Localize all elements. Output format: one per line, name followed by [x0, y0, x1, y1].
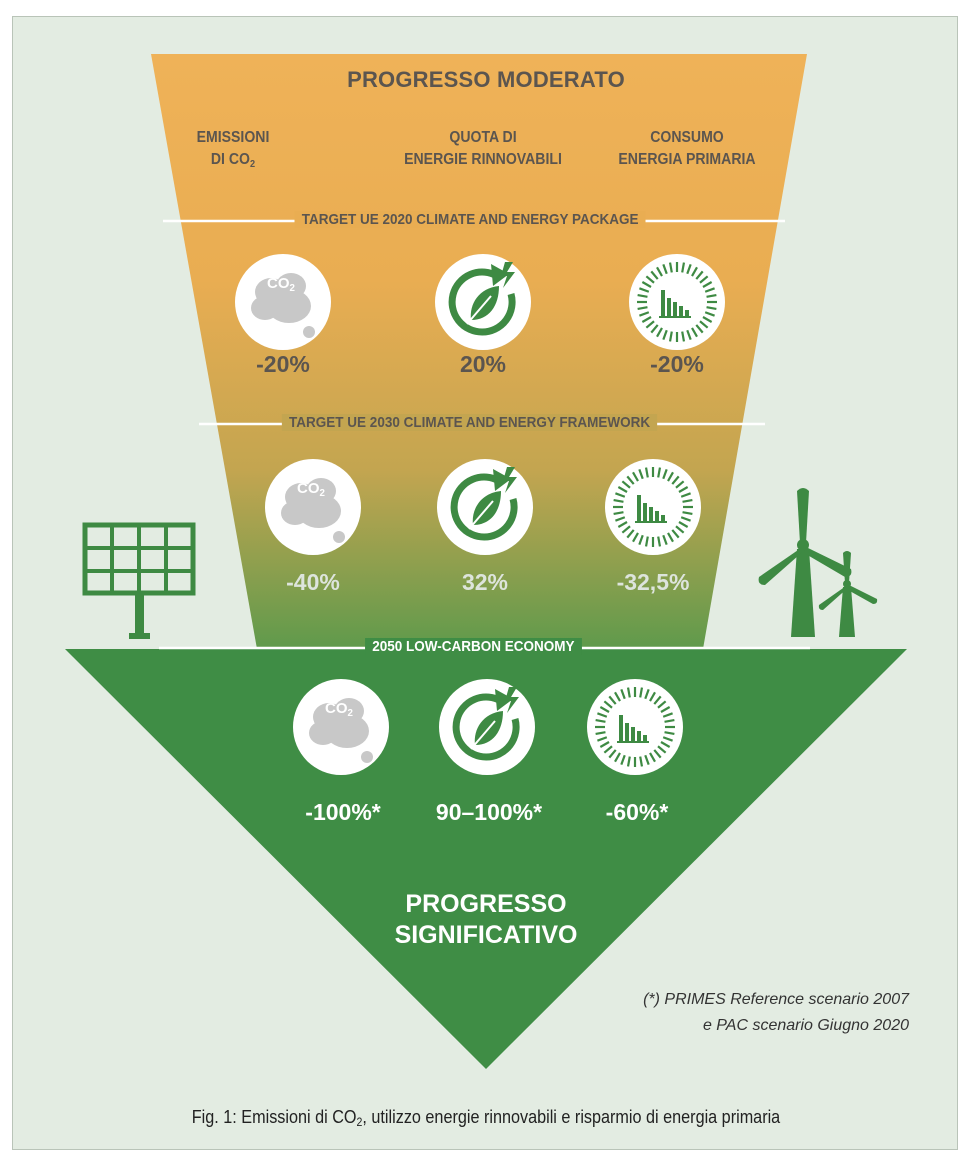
value-2020-renewables: 20%	[459, 351, 507, 377]
renewable-leaf-icon	[435, 254, 531, 350]
bottom-title: PROGRESSO SIGNIFICATIVO	[394, 890, 578, 949]
figure-caption: Fig. 1: Emissioni di CO2, utilizzo energ…	[191, 1107, 781, 1129]
co2-cloud-icon	[235, 254, 331, 350]
column-header-emissions: EMISSIONI DI CO2	[196, 129, 270, 170]
value-2030-emissions: -40%	[286, 569, 340, 595]
energy-consumption-icon	[585, 677, 685, 777]
value-2050-emissions: -100%*	[305, 799, 381, 825]
co2-icon-label: CO2	[267, 275, 295, 294]
renewable-leaf-icon	[437, 459, 533, 555]
co2-icon-label: CO2	[325, 700, 353, 719]
renewable-leaf-icon	[439, 679, 535, 775]
column-header-primary-energy: CONSUMO ENERGIA PRIMARIA	[618, 129, 756, 168]
infographic-frame: CO2 CO2 CO2 PROGRESSO MODERATO EMISSIONI…	[12, 16, 958, 1150]
band-label-2020: TARGET UE 2020 CLIMATE AND ENERGY PACKAG…	[294, 211, 646, 228]
wind-turbine-icon	[758, 488, 878, 637]
energy-consumption-icon	[603, 457, 703, 557]
value-2050-renewables: 90–100%*	[435, 799, 543, 825]
energy-consumption-icon	[627, 252, 727, 352]
value-2030-renewables: 32%	[461, 569, 509, 595]
value-2050-primary-energy: -60%*	[605, 799, 669, 825]
band-label-2050: 2050 LOW-CARBON ECONOMY	[365, 638, 582, 655]
value-2020-emissions: -20%	[256, 351, 310, 377]
co2-cloud-icon	[293, 679, 389, 775]
value-2020-primary-energy: -20%	[650, 351, 704, 377]
significant-progress-triangle	[65, 649, 907, 1069]
band-label-2030: TARGET UE 2030 CLIMATE AND ENERGY FRAMEW…	[281, 414, 658, 431]
top-title: PROGRESSO MODERATO	[347, 67, 625, 92]
value-2030-primary-energy: -32,5%	[616, 569, 690, 595]
column-header-renewables: QUOTA DI ENERGIE RINNOVABILI	[404, 129, 562, 168]
footnote: (*) PRIMES Reference scenario 2007 e PAC…	[643, 991, 909, 1034]
solar-panel-icon	[82, 522, 196, 639]
co2-cloud-icon	[265, 459, 361, 555]
co2-icon-label: CO2	[297, 480, 325, 499]
